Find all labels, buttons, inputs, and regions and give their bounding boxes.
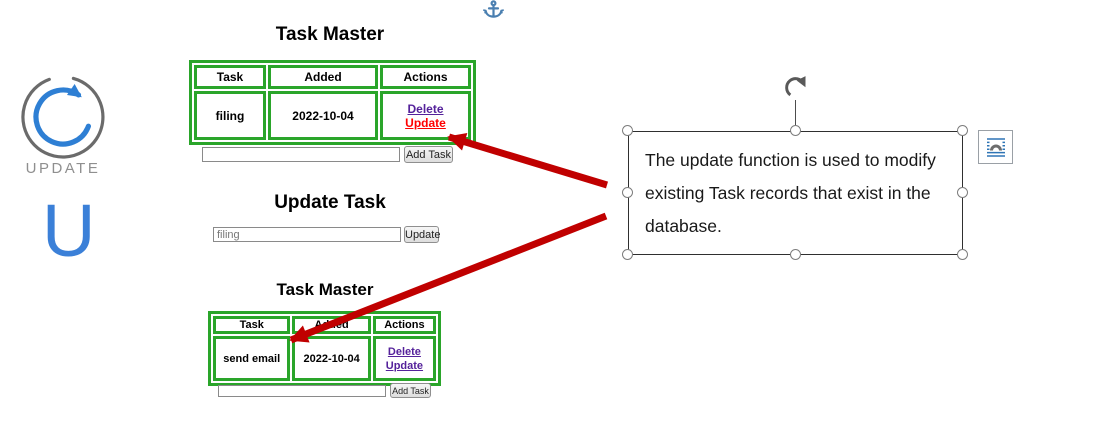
task-table-bottom: Task Added Actions send email 2022-10-04… <box>208 311 441 386</box>
layout-options-button[interactable] <box>978 130 1013 164</box>
rotate-handle-icon[interactable] <box>782 74 809 101</box>
table-row: filing 2022-10-04 Delete Update <box>194 91 471 140</box>
added-cell: 2022-10-04 <box>292 336 371 381</box>
layout-options-icon <box>986 138 1005 157</box>
selection-handle-top-right[interactable] <box>957 125 968 136</box>
add-task-input-bottom[interactable] <box>218 385 386 397</box>
update-button[interactable]: Update <box>404 226 440 243</box>
selection-handle-bottom-middle[interactable] <box>790 249 801 260</box>
add-task-input-top[interactable] <box>202 147 400 162</box>
actions-cell: Delete Update <box>372 336 436 381</box>
selection-handle-middle-left[interactable] <box>622 187 633 198</box>
task-cell: send email <box>213 336 291 381</box>
update-logo-caption: UPDATE <box>25 160 101 177</box>
anchor-icon[interactable] <box>483 0 504 20</box>
column-header-task: Task <box>194 65 266 89</box>
selection-handle-bottom-left[interactable] <box>622 249 633 260</box>
task-master-top-title: Task Master <box>275 24 385 45</box>
update-link[interactable]: Update <box>385 359 424 372</box>
task-cell: filing <box>194 91 266 140</box>
task-table-top: Task Added Actions filing 2022-10-04 Del… <box>189 60 476 145</box>
column-header-task: Task <box>213 316 291 334</box>
callout-textbox[interactable]: The update function is used to modify ex… <box>628 131 963 255</box>
delete-link[interactable]: Delete <box>407 101 444 116</box>
selection-handle-top-left[interactable] <box>622 125 633 136</box>
column-header-added: Added <box>268 65 378 89</box>
update-logo-icon <box>21 76 105 159</box>
task-master-bottom-title: Task Master <box>276 280 374 299</box>
column-header-actions: Actions <box>380 65 471 89</box>
delete-link[interactable]: Delete <box>387 345 421 358</box>
actions-cell: Delete Update <box>380 91 471 140</box>
add-task-button-top[interactable]: Add Task <box>404 146 453 163</box>
rotate-handle-stem <box>795 100 796 131</box>
letter-u-logo: U <box>42 189 96 272</box>
selection-handle-top-middle[interactable] <box>790 125 801 136</box>
column-header-added: Added <box>292 316 371 334</box>
add-task-button-bottom[interactable]: Add Task <box>390 383 431 398</box>
added-cell: 2022-10-04 <box>268 91 378 140</box>
update-link[interactable]: Update <box>405 115 446 130</box>
table-header-row: Task Added Actions <box>213 316 436 334</box>
update-task-input[interactable] <box>213 227 401 242</box>
selection-handle-middle-right[interactable] <box>957 187 968 198</box>
column-header-actions: Actions <box>372 316 436 334</box>
selection-handle-bottom-right[interactable] <box>957 249 968 260</box>
callout-text: The update function is used to modify ex… <box>645 150 936 236</box>
update-task-title: Update Task <box>274 192 386 213</box>
table-row: send email 2022-10-04 Delete Update <box>213 336 436 381</box>
table-header-row: Task Added Actions <box>194 65 471 89</box>
